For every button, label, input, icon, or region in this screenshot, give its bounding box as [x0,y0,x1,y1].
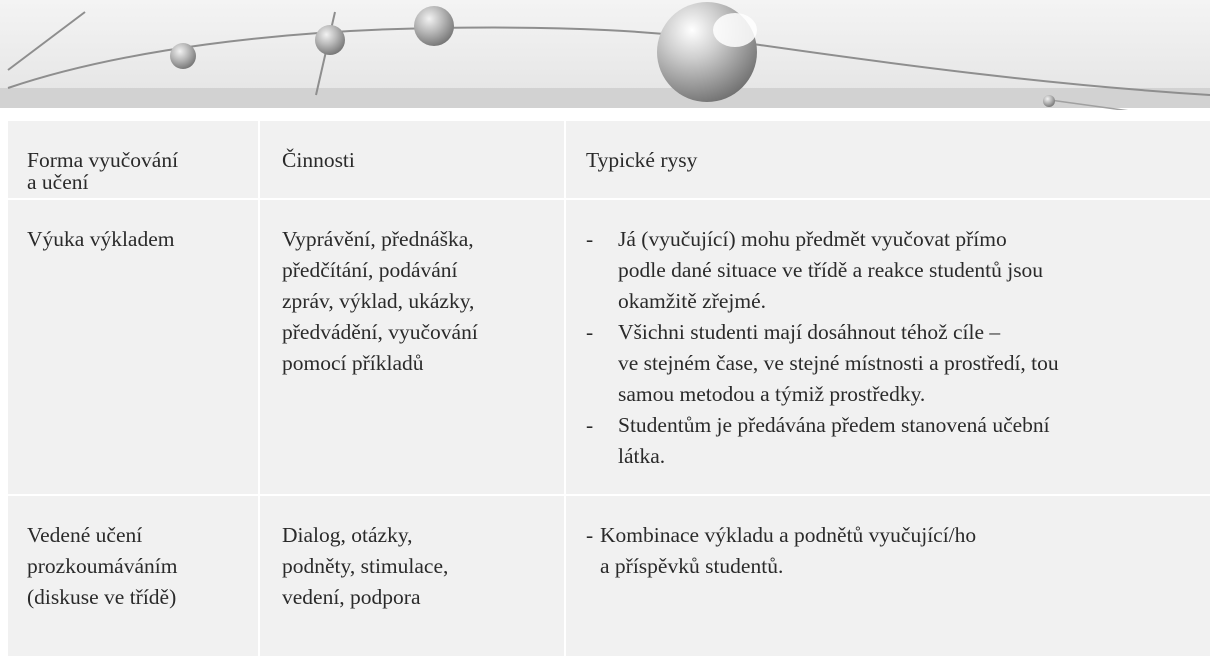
header-cinnosti: Činnosti [260,121,564,198]
cell-cinnosti: Vyprávění, přednáška, předčítání, podává… [260,200,564,494]
cell-rysy: Kombinace výkladu a podnětů vyučující/ho… [566,496,1210,656]
list-item: Všichni studenti mají dosáhnout téhož cí… [586,317,1200,410]
header-forma: Forma vyučování a učení [8,121,258,198]
list-item: Já (vyučující) mohu předmět vyučovat pří… [586,224,1200,317]
table-row: Vedené učení prozkoumáváním (diskuse ve … [8,496,1210,658]
cell-forma: Výuka výkladem [8,200,258,494]
banner-sphere-upper [414,6,454,46]
table-header-row: Forma vyučování a učení Činnosti Typické… [8,121,1210,200]
header-rysy: Typické rysy [566,121,1210,198]
decorative-header-banner [0,0,1210,110]
table-row: Výuka výkladem Vyprávění, přednáška, pře… [8,200,1210,496]
banner-sphere-highlight [713,13,757,47]
cell-forma: Vedené učení prozkoumáváním (diskuse ve … [8,496,258,656]
banner-bottom-band [0,88,1210,108]
cell-rysy: Já (vyučující) mohu předmět vyučovat pří… [566,200,1210,494]
rysy-list: Kombinace výkladu a podnětů vyučující/ho… [586,520,1200,582]
cell-cinnosti: Dialog, otázky, podněty, stimulace, vede… [260,496,564,656]
list-item: Kombinace výkladu a podnětů vyučující/ho… [586,520,1200,582]
teaching-forms-table: Forma vyučování a učení Činnosti Typické… [8,121,1210,658]
rysy-list: Já (vyučující) mohu předmět vyučovat pří… [586,224,1200,472]
banner-tail-line [1049,99,1129,110]
banner-sphere-tiny [1043,95,1055,107]
banner-arc-line [7,26,1210,96]
banner-sphere-small [170,43,196,69]
banner-sphere-medium [315,25,345,55]
banner-diagonal-line [7,11,86,71]
list-item: Studentům je předávána předem stanovená … [586,410,1200,472]
